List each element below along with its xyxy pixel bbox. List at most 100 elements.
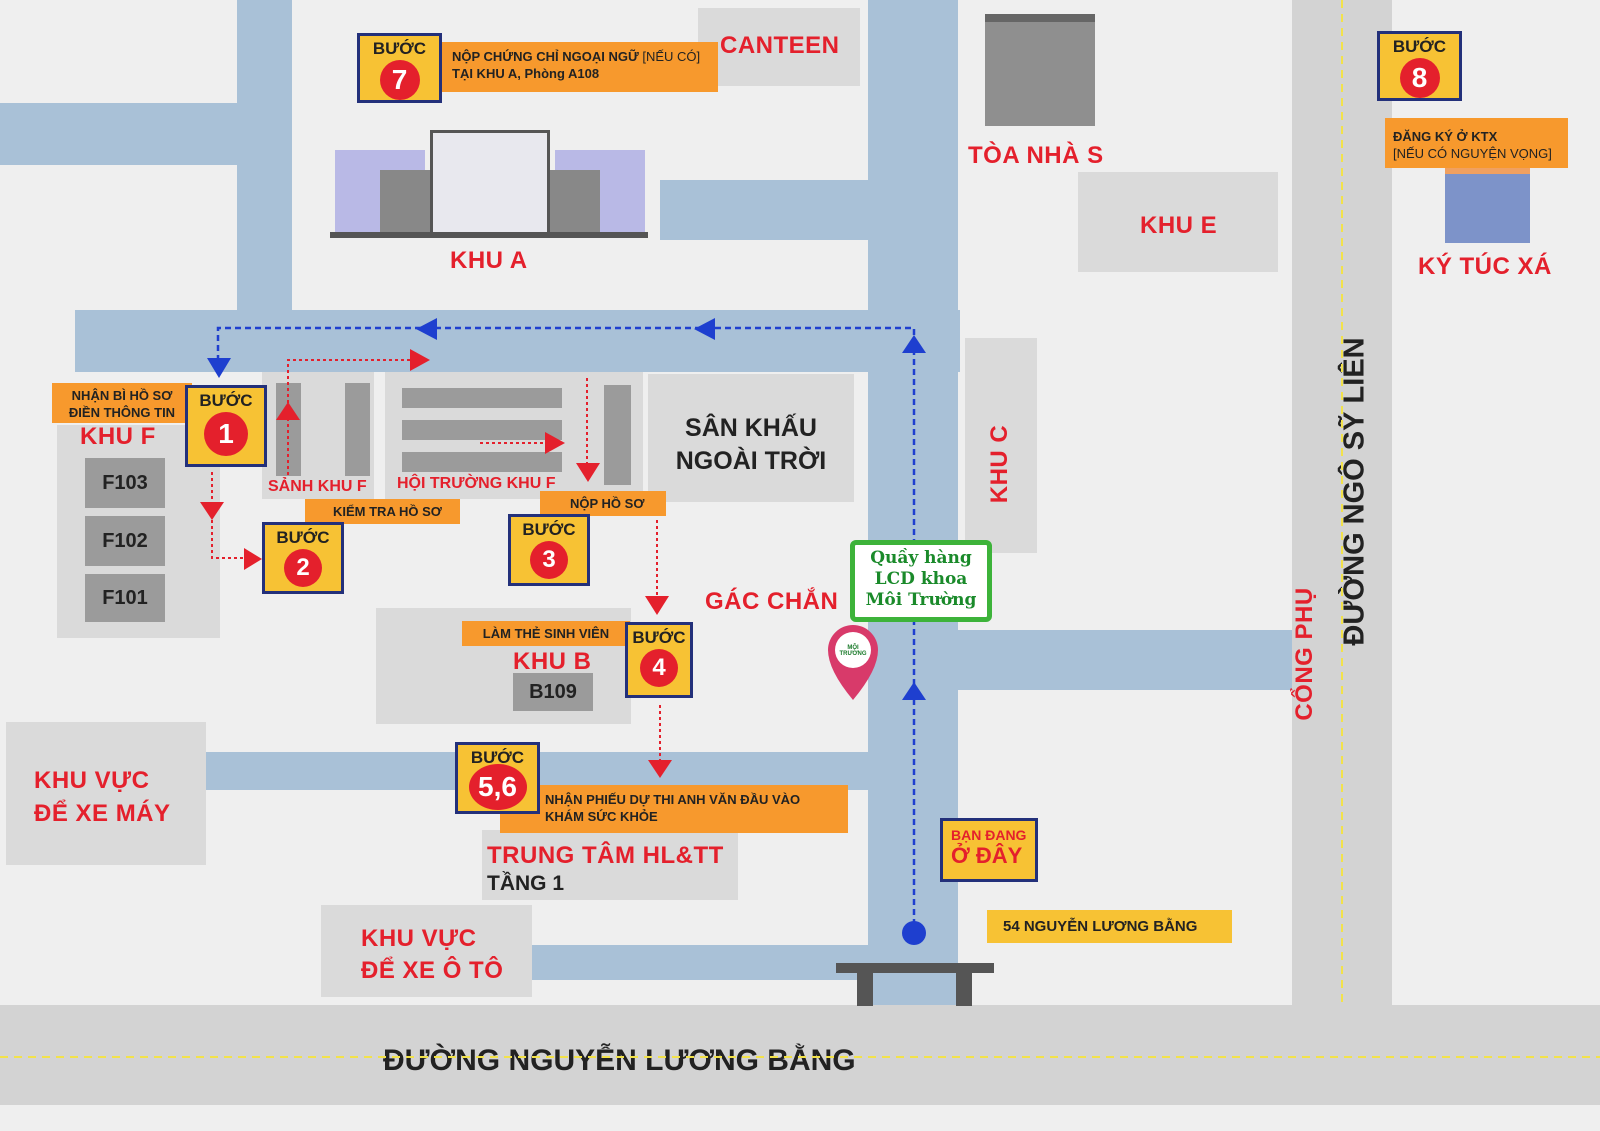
step8-label: ĐĂNG KÝ Ở KTX [NẾU CÓ NGUYỆN VỌNG] xyxy=(1385,118,1568,168)
booth-callout: Quầy hàng LCD khoa Môi Trường xyxy=(850,540,992,622)
gate-post xyxy=(956,973,972,1006)
address-label: 54 NGUYỄN LƯƠNG BẰNG xyxy=(987,910,1232,943)
step-word: BƯỚC xyxy=(470,748,525,767)
step-word: BƯỚC xyxy=(372,39,427,58)
step-word: BƯỚC xyxy=(632,628,686,647)
you-are-here-callout: BẠN ĐANG Ở ĐÂY xyxy=(940,818,1038,882)
step-number: 2 xyxy=(284,549,322,587)
gate-icon xyxy=(836,963,994,973)
seat-row xyxy=(402,420,562,440)
hoi-truong-label: HỘI TRƯỜNG KHU F xyxy=(397,475,556,492)
booth-line3: Môi Trường xyxy=(865,590,977,610)
oto-line1: KHU VỰC xyxy=(361,925,477,952)
toa-nha-s-building-icon xyxy=(985,14,1095,126)
step-word: BƯỚC xyxy=(276,528,330,547)
step-number: 8 xyxy=(1399,58,1440,98)
red-route xyxy=(211,359,661,762)
step56-line1: NHẬN PHIẾU DỰ THI ANH VĂN ĐẦU VÀO xyxy=(545,792,801,807)
step-word: BƯỚC xyxy=(522,520,576,539)
step4-badge: BƯỚC 4 xyxy=(625,622,693,698)
arrow-up-icon xyxy=(902,682,926,700)
khu-a-label: KHU A xyxy=(450,247,528,274)
step8-line1: ĐĂNG KÝ Ở KTX xyxy=(1393,129,1498,144)
xe-may-line2: ĐỂ XE MÁY xyxy=(34,800,171,827)
trung-tam-label: TRUNG TÂM HL&TT xyxy=(487,842,724,869)
san-khau-block: SÂN KHẤU NGOÀI TRỜI xyxy=(648,374,854,502)
step-word: BƯỚC xyxy=(1392,37,1447,56)
khu-e-block xyxy=(1078,172,1278,272)
ky-tuc-xa-label: KÝ TÚC XÁ xyxy=(1418,253,1552,280)
arrow-right-icon xyxy=(545,432,565,454)
arrow-right-icon xyxy=(244,548,262,570)
step1-badge: BƯỚC 1 xyxy=(185,385,267,467)
khu-c-block xyxy=(965,338,1037,553)
you-are-here-pin-icon xyxy=(902,921,926,945)
arrow-up-icon xyxy=(276,402,300,420)
seat-row xyxy=(402,388,562,408)
arrow-down-icon xyxy=(648,760,672,778)
room-f102: F102 xyxy=(85,516,165,566)
step7-badge: BƯỚC 7 xyxy=(357,33,442,103)
room-f103: F103 xyxy=(85,458,165,508)
canteen-label: CANTEEN xyxy=(720,32,840,59)
pillar xyxy=(604,385,631,485)
step-number: 3 xyxy=(530,541,568,579)
khu-f-label: KHU F xyxy=(80,423,156,450)
step-number: 7 xyxy=(379,60,420,100)
step2-badge: BƯỚC 2 xyxy=(262,522,344,594)
arrow-left-icon xyxy=(416,318,437,340)
step1-line1: NHẬN BÌ HỒ SƠ xyxy=(71,388,173,403)
khu-b-label: KHU B xyxy=(513,648,592,675)
pillar xyxy=(345,383,370,476)
step8-line2: [NẾU CÓ NGUYỆN VỌNG] xyxy=(1393,146,1552,161)
canteen-block xyxy=(698,8,860,86)
arrow-down-icon xyxy=(645,596,669,615)
step7-note: [NẾU CÓ] xyxy=(642,49,701,64)
road xyxy=(530,945,868,980)
step-number: 4 xyxy=(640,649,678,687)
you-are-here-line2: Ở ĐÂY xyxy=(951,843,1023,868)
arrow-down-icon xyxy=(200,502,224,520)
khu-a-building-icon xyxy=(330,100,648,240)
booth-line1: Quầy hàng xyxy=(870,548,972,568)
road-ngo-sy-lien xyxy=(1292,0,1392,1005)
step4-label: LÀM THẺ SINH VIÊN xyxy=(462,621,630,646)
khu-e-label: KHU E xyxy=(1140,212,1218,239)
road xyxy=(958,630,1292,690)
toa-nha-s-label: TÒA NHÀ S xyxy=(968,142,1104,169)
san-khau-line2: NGOÀI TRỜI xyxy=(675,447,827,475)
step-word: BƯỚC xyxy=(199,391,253,410)
step1-line2: ĐIỀN THÔNG TIN xyxy=(68,405,176,420)
road-nguyen-luong-bang xyxy=(0,1005,1600,1105)
step-number: 1 xyxy=(204,412,248,456)
step3-badge: BƯỚC 3 xyxy=(508,514,590,586)
step7-line1: NỘP CHỨNG CHỈ NGOẠI NGỮ xyxy=(452,49,639,64)
step-number: 5,6 xyxy=(468,764,527,810)
room-b109: B109 xyxy=(513,673,593,711)
road xyxy=(660,180,868,240)
arrow-right-icon xyxy=(410,349,430,371)
step3-label: NỘP HỒ SƠ xyxy=(540,491,666,516)
room-f101: F101 xyxy=(85,574,165,622)
xe-may-block: KHU VỰC ĐỂ XE MÁY xyxy=(6,722,206,865)
step8-badge: BƯỚC 8 xyxy=(1377,31,1462,101)
step1-label: NHẬN BÌ HỒ SƠ ĐIỀN THÔNG TIN xyxy=(52,383,192,423)
you-are-here-line1: BẠN ĐANG xyxy=(951,827,1027,843)
seat-row xyxy=(402,452,562,472)
street-nguyen-luong-bang: ĐƯỜNG NGUYỄN LƯƠNG BẰNG xyxy=(383,1044,856,1077)
arrow-left-icon xyxy=(694,318,715,340)
gac-chan-label: GÁC CHẮN xyxy=(705,588,839,615)
gate-post xyxy=(857,973,873,1006)
arrow-down-icon xyxy=(207,358,231,378)
step7-line2: TẠI KHU A, Phòng A108 xyxy=(452,66,600,81)
booth-logo-text: MÔI TRƯỜNG xyxy=(839,645,867,657)
step2-label: KIỂM TRA HỒ SƠ xyxy=(305,499,460,524)
trung-tam-block xyxy=(482,830,738,900)
booth-line2: LCD khoa xyxy=(874,569,968,589)
step7-label: NỘP CHỨNG CHỈ NGOẠI NGỮ [NẾU CÓ] TẠI KHU … xyxy=(440,42,718,92)
blue-route xyxy=(216,326,916,935)
tang1-label: TẦNG 1 xyxy=(487,872,565,895)
